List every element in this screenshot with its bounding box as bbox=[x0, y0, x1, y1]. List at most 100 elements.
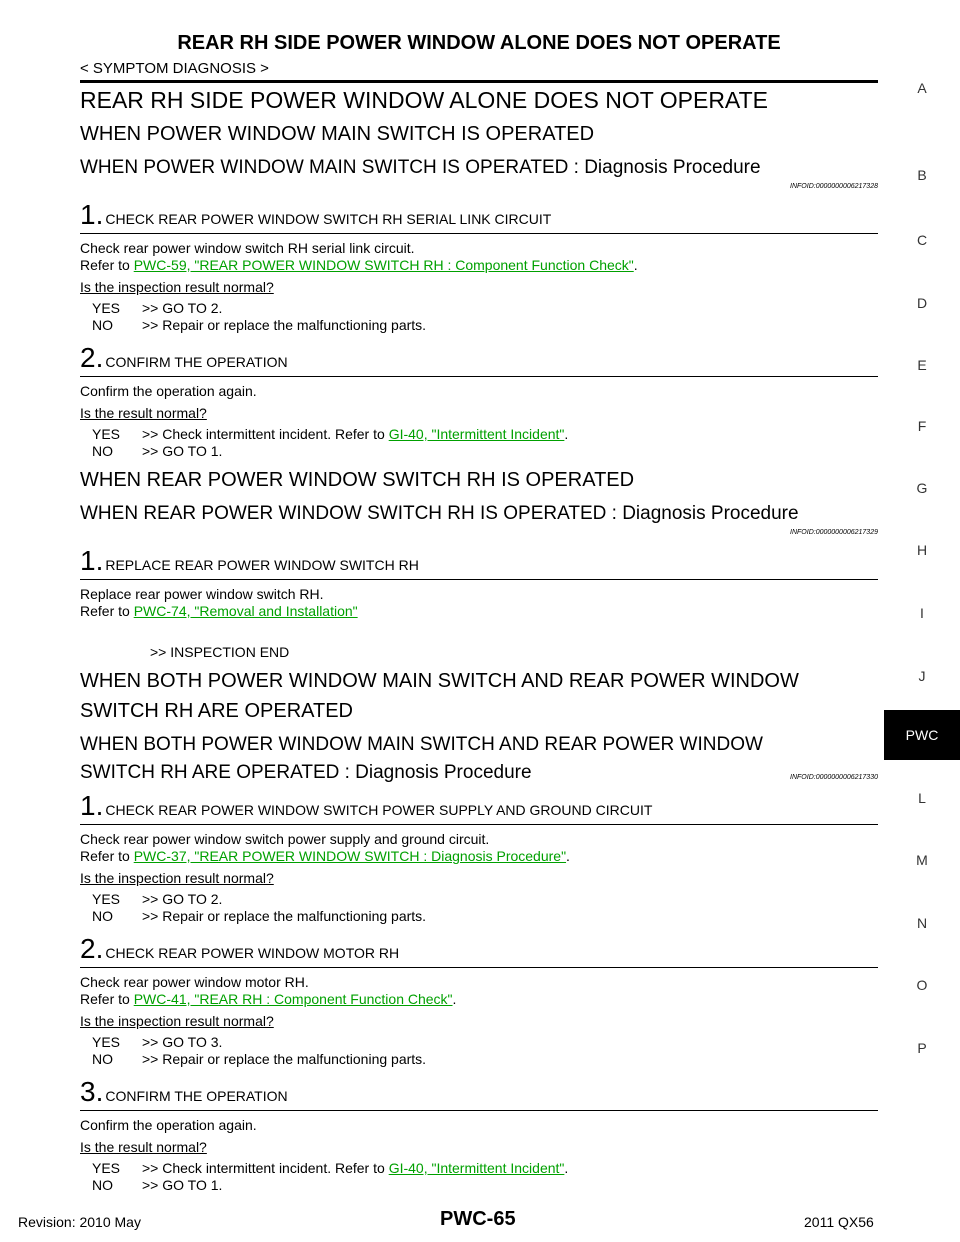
refer-label: Refer to bbox=[80, 848, 134, 864]
question: Is the result normal? bbox=[80, 1139, 207, 1155]
refer-label: Refer to bbox=[80, 603, 134, 619]
answers: YES>> GO TO 2. NO>> Repair or replace th… bbox=[92, 300, 878, 334]
side-tab-pwc[interactable]: PWC bbox=[884, 710, 960, 760]
yes-key: YES bbox=[92, 426, 121, 442]
step-header: 2. CHECK REAR POWER WINDOW MOTOR RH bbox=[80, 935, 878, 968]
section-subheading: WHEN REAR POWER WINDOW SWITCH RH IS OPER… bbox=[80, 503, 799, 524]
side-index-e[interactable]: E bbox=[917, 357, 927, 373]
step-number: 2. bbox=[80, 933, 104, 964]
section-heading: WHEN BOTH POWER WINDOW MAIN SWITCH AND R… bbox=[80, 669, 878, 723]
side-index-h[interactable]: H bbox=[916, 542, 928, 558]
page-header-title: REAR RH SIDE POWER WINDOW ALONE DOES NOT… bbox=[177, 32, 781, 54]
reference-link[interactable]: GI-40, "Intermittent Incident" bbox=[388, 426, 565, 442]
answers: YES >> Check intermittent incident. Refer… bbox=[92, 426, 878, 460]
side-index-d[interactable]: D bbox=[916, 295, 928, 311]
info-id: INFOID:0000000006217330 bbox=[790, 774, 878, 781]
question: Is the inspection result normal? bbox=[80, 1013, 274, 1029]
no-key: NO bbox=[92, 908, 113, 924]
yes-text: >> Check intermittent incident. Refer to… bbox=[142, 426, 568, 443]
inspection-end: >> INSPECTION END bbox=[150, 644, 290, 660]
no-text: >> GO TO 1. bbox=[142, 1177, 223, 1193]
section-subheading: WHEN BOTH POWER WINDOW MAIN SWITCH AND R… bbox=[80, 733, 878, 785]
step-number: 3. bbox=[80, 1076, 104, 1107]
subheading-line: SWITCH RH ARE OPERATED : Diagnosis Proce… bbox=[80, 762, 532, 783]
step-title: REPLACE REAR POWER WINDOW SWITCH RH bbox=[105, 557, 419, 573]
reference-line: Refer to PWC-41, "REAR RH : Component Fu… bbox=[80, 991, 878, 1008]
step-title: CHECK REAR POWER WINDOW SWITCH RH SERIAL… bbox=[105, 211, 552, 227]
step-number: 1. bbox=[80, 790, 104, 821]
step-text: Check rear power window switch RH serial… bbox=[80, 240, 878, 274]
answer-yes: YES >> GO TO 2. bbox=[92, 891, 878, 908]
answer-no: NO>> Repair or replace the malfunctionin… bbox=[92, 317, 878, 334]
yes-pre: >> Check intermittent incident. Refer to bbox=[142, 1160, 389, 1176]
answers: YES >> Check intermittent incident. Refer… bbox=[92, 1160, 878, 1194]
reference-line: Refer to PWC-59, "REAR POWER WINDOW SWIT… bbox=[80, 257, 878, 274]
subheading-line: WHEN BOTH POWER WINDOW MAIN SWITCH AND R… bbox=[80, 734, 763, 755]
document-body: REAR RH SIDE POWER WINDOW ALONE DOES NOT… bbox=[80, 84, 878, 1194]
reference-link[interactable]: PWC-74, "Removal and Installation" bbox=[133, 603, 358, 619]
answer-no: NO>> GO TO 1. bbox=[92, 443, 878, 460]
question: Is the result normal? bbox=[80, 405, 207, 421]
reference-link[interactable]: PWC-59, "REAR POWER WINDOW SWITCH RH : C… bbox=[133, 257, 634, 273]
reference-link[interactable]: PWC-41, "REAR RH : Component Function Ch… bbox=[133, 991, 453, 1007]
side-index-l[interactable]: L bbox=[918, 790, 926, 806]
section-heading: WHEN POWER WINDOW MAIN SWITCH IS OPERATE… bbox=[80, 123, 595, 145]
step-header: 2. CONFIRM THE OPERATION bbox=[80, 344, 878, 377]
side-index-f[interactable]: F bbox=[917, 418, 927, 434]
punct: . bbox=[633, 257, 638, 273]
page-header-subtitle: < SYMPTOM DIAGNOSIS > bbox=[80, 60, 269, 77]
answer-no: NO >> GO TO 1. bbox=[92, 1177, 878, 1194]
no-key: NO bbox=[92, 1051, 113, 1067]
punct: . bbox=[564, 1160, 569, 1176]
side-index-o[interactable]: O bbox=[916, 977, 928, 993]
footer-model: 2011 QX56 bbox=[804, 1214, 874, 1230]
yes-text: >> GO TO 2. bbox=[142, 891, 223, 907]
yes-key: YES bbox=[92, 1160, 121, 1176]
side-index-c[interactable]: C bbox=[916, 232, 928, 248]
side-index-i[interactable]: I bbox=[920, 605, 924, 621]
no-key: NO bbox=[92, 1177, 113, 1193]
section-subheading: WHEN POWER WINDOW MAIN SWITCH IS OPERATE… bbox=[80, 157, 761, 178]
step-header: 1. CHECK REAR POWER WINDOW SWITCH POWER … bbox=[80, 792, 878, 825]
side-index-n[interactable]: N bbox=[916, 915, 928, 931]
yes-pre: >> Check intermittent incident. Refer to bbox=[142, 426, 389, 442]
refer-label: Refer to bbox=[80, 257, 134, 273]
side-index-b[interactable]: B bbox=[917, 167, 927, 183]
answer-no: NO >> Repair or replace the malfunctionin… bbox=[92, 1051, 878, 1068]
header-rule bbox=[80, 80, 878, 83]
footer-page-number: PWC-65 bbox=[440, 1208, 516, 1230]
side-index-g[interactable]: G bbox=[916, 480, 928, 496]
side-index-p[interactable]: P bbox=[917, 1040, 927, 1056]
main-title: REAR RH SIDE POWER WINDOW ALONE DOES NOT… bbox=[80, 87, 768, 113]
step-text: Check rear power window switch power sup… bbox=[80, 831, 878, 865]
step-header: 1. REPLACE REAR POWER WINDOW SWITCH RH bbox=[80, 547, 878, 580]
step-header: 3. CONFIRM THE OPERATION bbox=[80, 1078, 878, 1111]
side-index-m[interactable]: M bbox=[916, 852, 928, 868]
side-index-a[interactable]: A bbox=[917, 80, 927, 96]
step-title: CHECK REAR POWER WINDOW MOTOR RH bbox=[105, 945, 400, 961]
step-title: CHECK REAR POWER WINDOW SWITCH POWER SUP… bbox=[105, 802, 653, 818]
info-id: INFOID:0000000006217329 bbox=[790, 529, 878, 536]
yes-key: YES bbox=[92, 1034, 121, 1050]
answer-yes: YES >> Check intermittent incident. Refer… bbox=[92, 1160, 878, 1177]
punct: . bbox=[566, 848, 570, 864]
reference-link[interactable]: PWC-37, "REAR POWER WINDOW SWITCH : Diag… bbox=[133, 848, 567, 864]
answer-yes: YES>> GO TO 2. bbox=[92, 300, 878, 317]
question: Is the inspection result normal? bbox=[80, 279, 274, 295]
answer-yes: YES >> Check intermittent incident. Refer… bbox=[92, 426, 878, 443]
no-text: >> GO TO 1. bbox=[142, 443, 223, 459]
step-number: 2. bbox=[80, 342, 104, 373]
step-number: 1. bbox=[80, 545, 104, 576]
answers: YES>> GO TO 2. NO>> Repair or replace th… bbox=[92, 891, 878, 925]
step-header: 1. CHECK REAR POWER WINDOW SWITCH RH SER… bbox=[80, 201, 878, 234]
reference-link[interactable]: GI-40, "Intermittent Incident" bbox=[388, 1160, 565, 1176]
no-text: >> Repair or replace the malfunctioning … bbox=[142, 1051, 427, 1067]
yes-text: >> Check intermittent incident. Refer to… bbox=[142, 1160, 568, 1177]
step-title: CONFIRM THE OPERATION bbox=[105, 1088, 288, 1104]
side-index-j[interactable]: J bbox=[918, 668, 926, 684]
yes-key: YES bbox=[92, 891, 121, 907]
heading-line: WHEN BOTH POWER WINDOW MAIN SWITCH AND R… bbox=[80, 670, 799, 692]
refer-label: Refer to bbox=[80, 991, 134, 1007]
section-heading: WHEN REAR POWER WINDOW SWITCH RH IS OPER… bbox=[80, 469, 635, 491]
step-title: CONFIRM THE OPERATION bbox=[105, 354, 288, 370]
